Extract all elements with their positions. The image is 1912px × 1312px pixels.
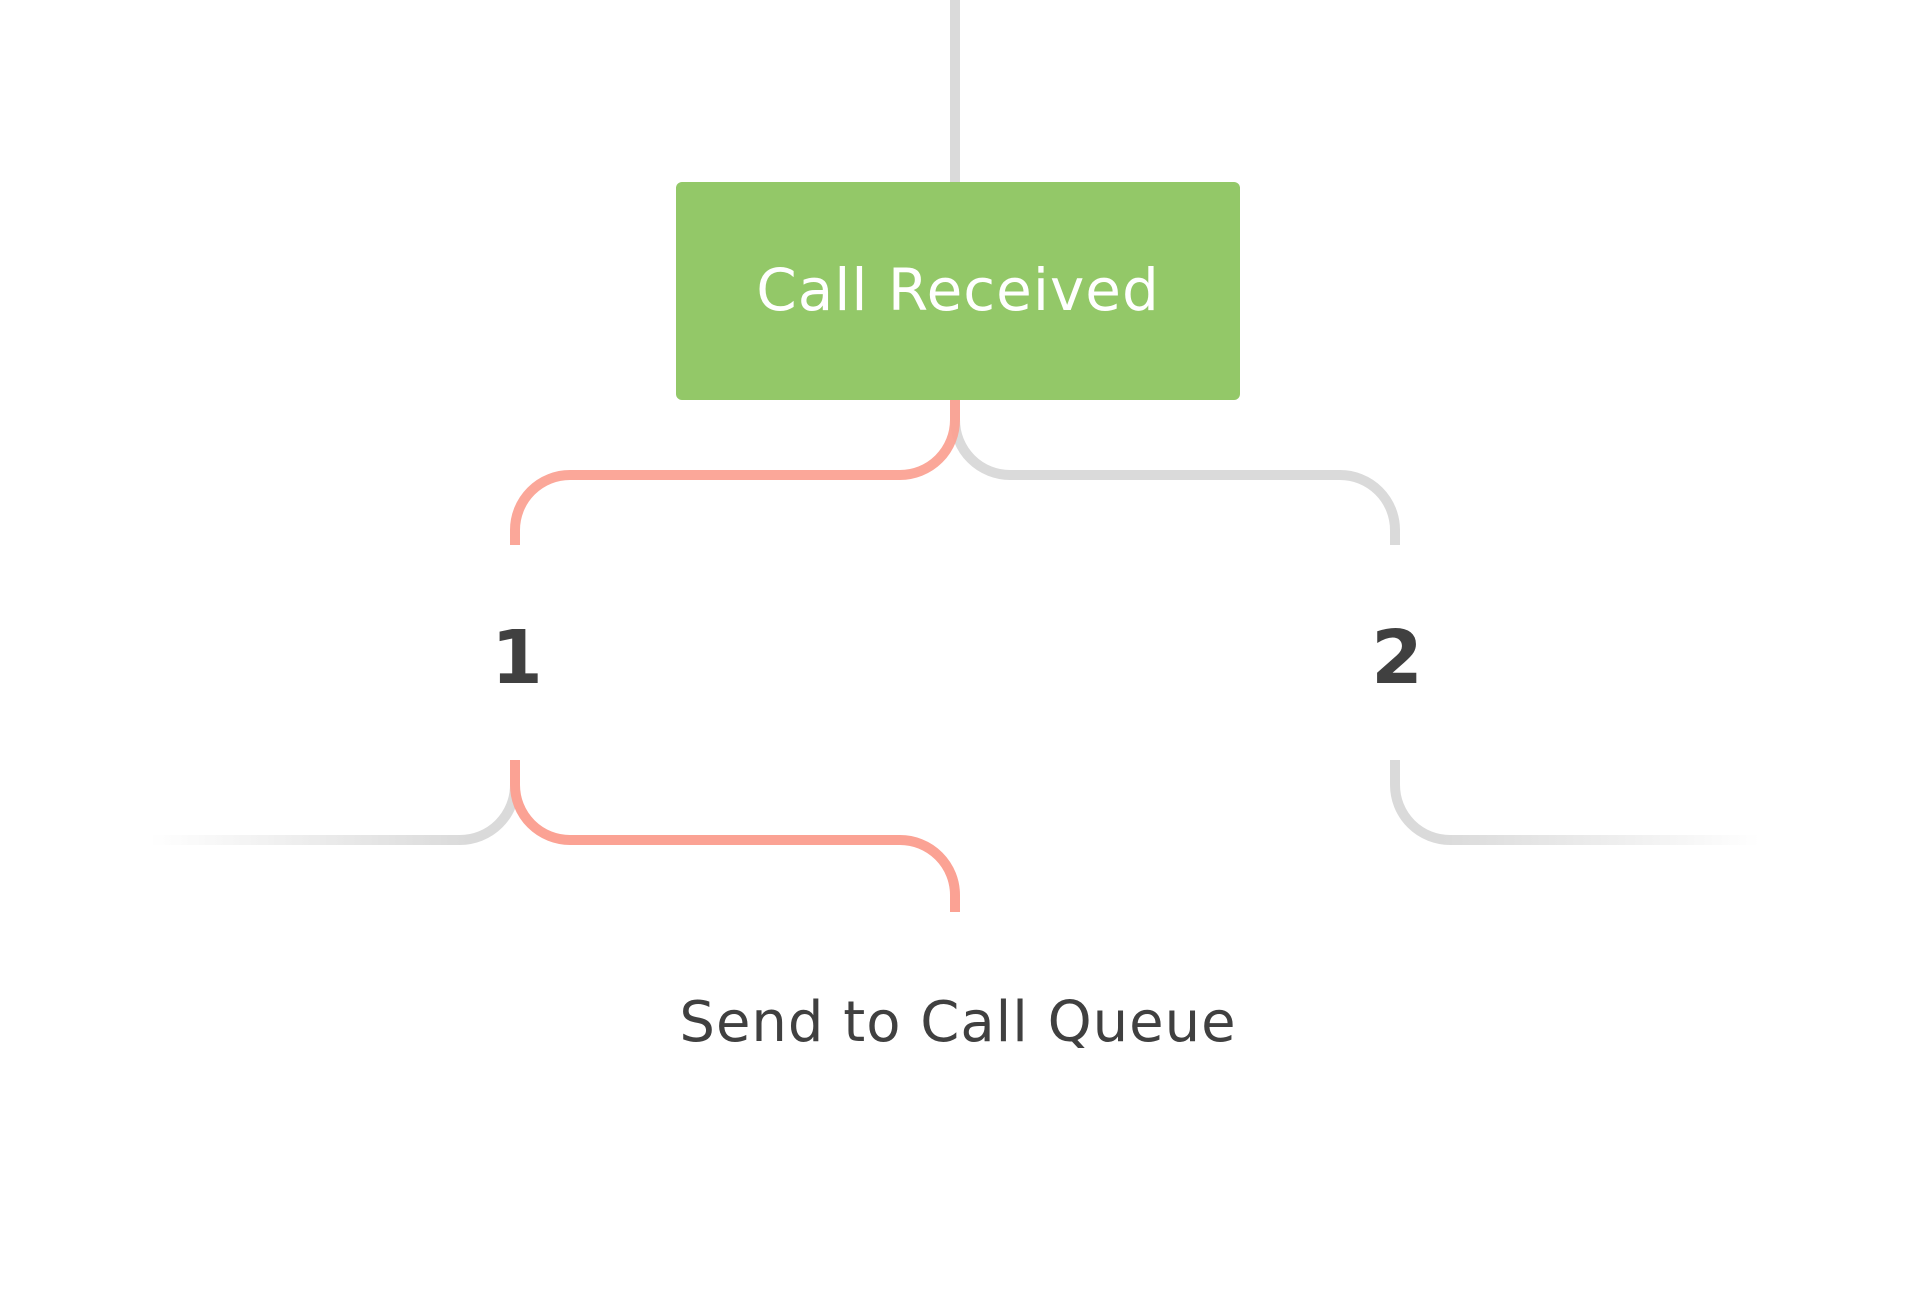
option-1-label: 1	[491, 615, 543, 701]
call-received-node-label: Call Received	[756, 256, 1160, 324]
connector-option-1-left	[150, 760, 520, 845]
call-received-node[interactable]	[676, 182, 1240, 400]
connector-option-1-to-action	[510, 760, 960, 912]
connector-option-2-right	[1390, 760, 1760, 845]
send-to-call-queue-label[interactable]: Send to Call Queue	[679, 990, 1236, 1055]
option-2-label: 2	[1371, 615, 1423, 701]
connector-root-to-option-1	[510, 395, 960, 545]
connector-root-to-option-2	[950, 395, 1400, 545]
